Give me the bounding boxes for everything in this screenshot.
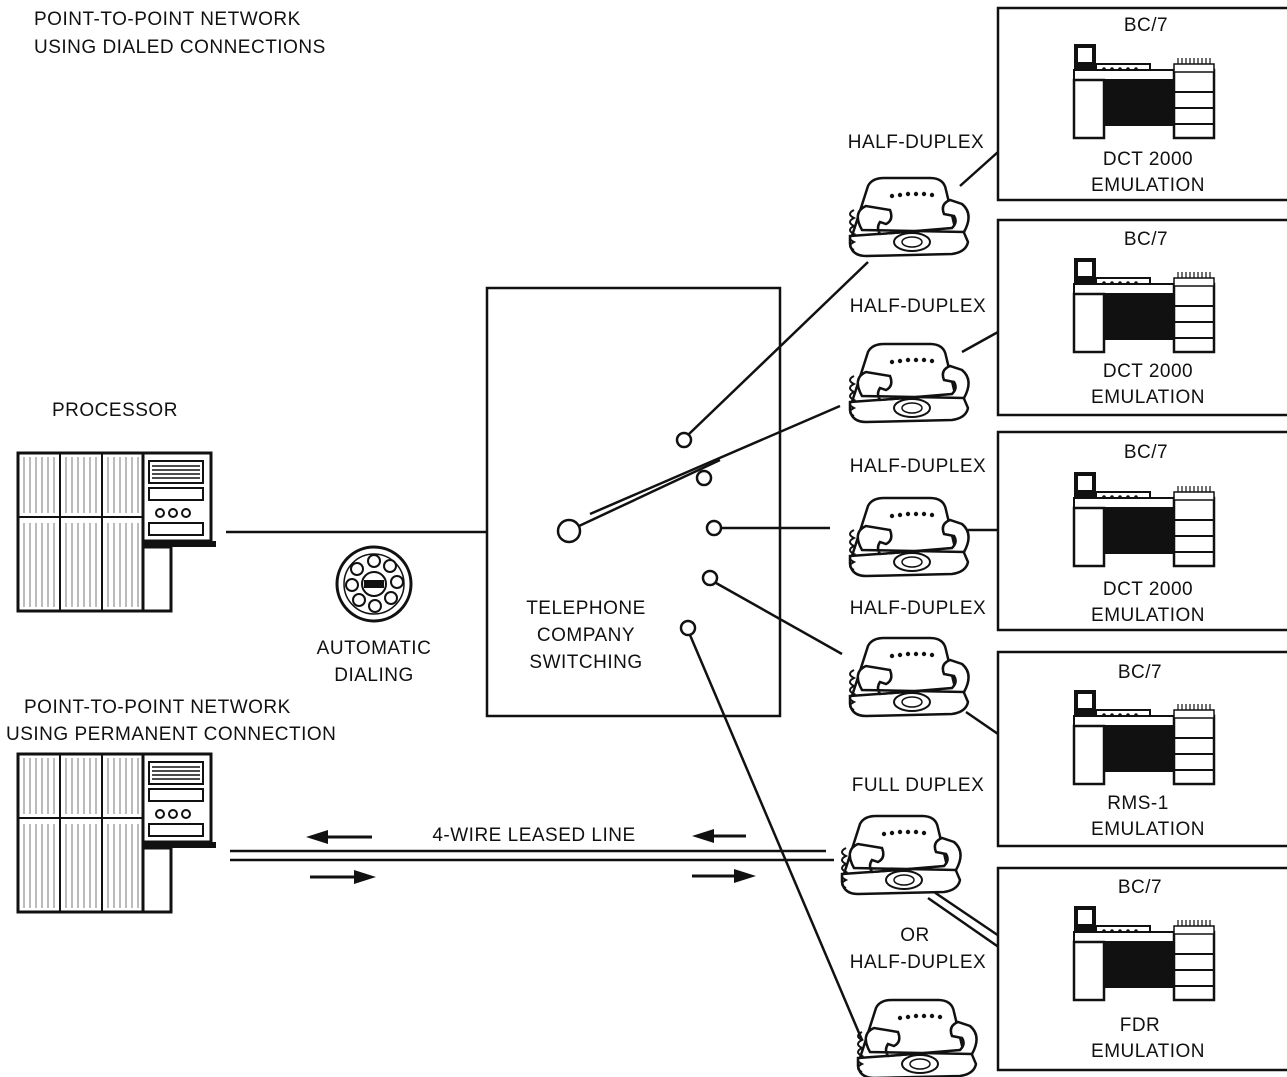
switch-contact-3: [705, 519, 723, 537]
dialed-network-title-line2: USING DIALED CONNECTIONS: [34, 37, 326, 58]
link-switch-modem2: [589, 404, 841, 516]
switch-contact-1: [675, 431, 693, 449]
terminal-4-name: BC/7: [1118, 662, 1162, 683]
modem-6-label: HALF-DUPLEX: [850, 952, 986, 973]
terminal-5-name: BC/7: [1118, 877, 1162, 898]
arrow-right-icon: [692, 869, 756, 883]
modem-2-label: HALF-DUPLEX: [850, 296, 986, 317]
modem-3-telephone-icon: [848, 496, 970, 578]
arrow-right-icon: [310, 870, 376, 884]
permanent-network-title-line1: POINT-TO-POINT NETWORK: [24, 697, 291, 718]
link-modem2-terminal2: [961, 330, 999, 354]
rotary-dial-icon: [335, 545, 413, 623]
modem-3-label: HALF-DUPLEX: [850, 456, 986, 477]
terminal-5: BC/7 FDR EMULATION: [996, 866, 1287, 1072]
terminal-1-emulation-line2: EMULATION: [1091, 175, 1205, 196]
link-contact1-modem1: [688, 261, 869, 435]
processor-2-icon: [16, 752, 218, 914]
modem-4-telephone-icon: [848, 636, 970, 718]
link-contact4-modem4: [715, 581, 843, 656]
terminal-2-emulation-line2: EMULATION: [1091, 387, 1205, 408]
link-modem4-terminal4: [965, 710, 999, 736]
switching-box: [485, 286, 782, 718]
modem-1-label: HALF-DUPLEX: [848, 132, 984, 153]
automatic-dialing-line2: DIALING: [334, 665, 414, 686]
switching-label-line2: COMPANY: [537, 625, 635, 646]
terminal-1-emulation-line1: DCT 2000: [1103, 149, 1193, 170]
or-label: OR: [900, 925, 930, 946]
modem-4-label: HALF-DUPLEX: [850, 598, 986, 619]
automatic-dialing-line1: AUTOMATIC: [317, 638, 432, 659]
switching-label-line3: SWITCHING: [529, 652, 642, 673]
link-contact5-modem6: [688, 634, 864, 1041]
terminal-5-emulation-line2: EMULATION: [1091, 1041, 1205, 1062]
processor-icon: [16, 451, 218, 613]
modem-5-telephone-icon: [840, 814, 962, 896]
terminal-4-emulation-line1: RMS-1: [1107, 793, 1169, 814]
arrow-left-icon: [306, 830, 372, 844]
link-modem1-terminal1: [959, 151, 999, 187]
terminal-3-emulation-line2: EMULATION: [1091, 605, 1205, 626]
switch-contact-4: [701, 569, 719, 587]
link-modem5-terminal5-b: [933, 890, 1003, 940]
terminal-3-emulation-line1: DCT 2000: [1103, 579, 1193, 600]
terminal-1: BC/7 DCT 2000 EMULATION: [996, 6, 1287, 202]
modem-6-telephone-icon: [856, 998, 978, 1077]
switch-contact-5: [679, 619, 697, 637]
switch-contact-2: [695, 469, 713, 487]
processor-label: PROCESSOR: [52, 400, 178, 421]
switch-common-terminal: [556, 518, 582, 544]
terminal-2-emulation-line1: DCT 2000: [1103, 361, 1193, 382]
terminal-5-emulation-line1: FDR: [1120, 1015, 1161, 1036]
modem-5-label: FULL DUPLEX: [852, 775, 985, 796]
leased-line-label: 4-WIRE LEASED LINE: [432, 825, 635, 846]
terminal-3-name: BC/7: [1124, 442, 1168, 463]
terminal-4-emulation-line2: EMULATION: [1091, 819, 1205, 840]
terminal-2-name: BC/7: [1124, 229, 1168, 250]
switching-label-line1: TELEPHONE: [526, 598, 646, 619]
terminal-1-name: BC/7: [1124, 15, 1168, 36]
terminal-2: BC/7 DCT 2000 EMULATION: [996, 218, 1287, 417]
arrow-left-icon: [692, 829, 746, 843]
dialed-network-title-line1: POINT-TO-POINT NETWORK: [34, 9, 301, 30]
terminal-3: BC/7 DCT 2000 EMULATION: [996, 430, 1287, 632]
modem-1-telephone-icon: [848, 176, 970, 258]
link-modem5-terminal5-a: [927, 896, 1001, 950]
terminal-4: BC/7 RMS-1 EMULATION: [996, 650, 1287, 848]
permanent-network-title-line2: USING PERMANENT CONNECTION: [6, 724, 336, 745]
modem-2-telephone-icon: [848, 342, 970, 424]
switch-arm: [578, 458, 721, 528]
